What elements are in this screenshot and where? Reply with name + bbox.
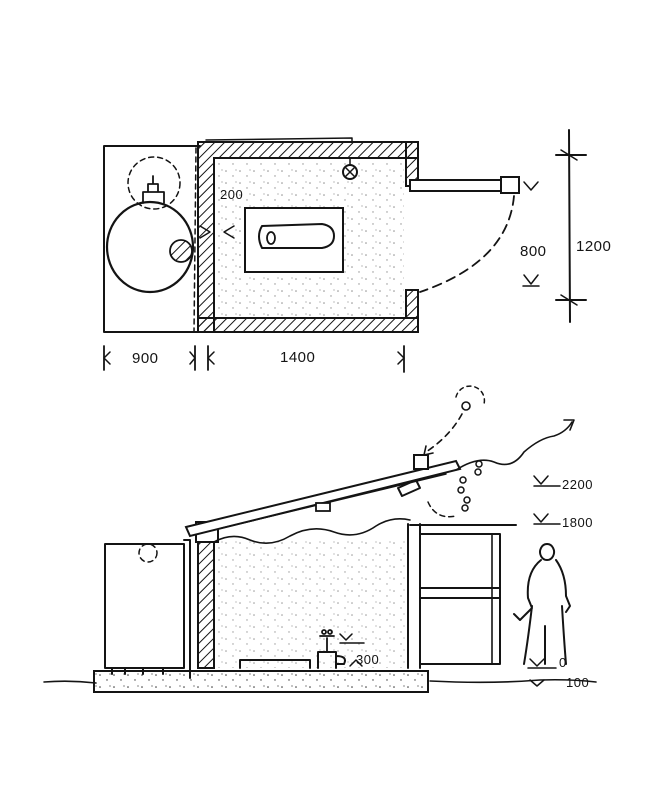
human-figure <box>513 543 571 665</box>
tank-valve <box>142 175 165 204</box>
tap-icon <box>319 629 335 653</box>
sloped-roof <box>184 459 462 538</box>
squat-pan-bowl <box>258 223 335 249</box>
sun-rays <box>455 385 486 405</box>
roof-vent-cap <box>413 454 429 470</box>
wall-bottom <box>197 317 419 333</box>
floor-plinth <box>239 659 311 669</box>
interior-texture <box>218 540 408 668</box>
floor-level-marker <box>349 659 363 667</box>
dim-left-label: 900 <box>132 350 159 367</box>
squat-pan-frame <box>244 207 344 273</box>
level-marker-1800 <box>533 513 561 525</box>
sunlight-arrow <box>423 445 434 456</box>
door-opening <box>409 524 517 665</box>
airflow-interior <box>213 518 411 544</box>
annex-dashed-edge <box>193 147 197 333</box>
door-jamb-bottom <box>405 289 419 319</box>
concrete-base <box>93 670 429 693</box>
level-0-label: 0 <box>559 655 567 670</box>
dim-wall-label: 200 <box>220 187 243 202</box>
airflow-exit <box>455 421 573 471</box>
door-rail <box>419 587 501 599</box>
water-tank <box>105 200 195 294</box>
tank-feet <box>111 667 164 675</box>
plan-dim-arrows <box>103 351 405 365</box>
dim-door-label: 800 <box>520 243 547 260</box>
ground-line <box>43 678 597 684</box>
wall-dim-arrows <box>199 225 235 239</box>
wall-light-cross <box>345 157 355 177</box>
depth-dim-ticks <box>560 149 578 306</box>
level-100-label: 100 <box>566 675 589 690</box>
door-swing-arc <box>419 195 515 293</box>
tank-float-dashed <box>138 543 158 563</box>
level-marker-2200 <box>533 475 561 487</box>
support-post <box>183 539 191 679</box>
door-dim-tick-bottom <box>522 274 540 287</box>
sun-icon <box>461 401 471 411</box>
level-marker-0 <box>527 658 557 669</box>
level-2200-label: 2200 <box>562 477 593 492</box>
depth-dim-line <box>555 129 587 323</box>
door-leaf <box>409 179 513 192</box>
section-view: 2200 1800 300 0 100 <box>43 385 597 693</box>
door-dim-tick-top <box>523 181 539 191</box>
level-1800-label: 1800 <box>562 515 593 530</box>
section-wall <box>197 539 215 669</box>
sunlight-path <box>425 413 463 453</box>
tank-lid-dashed <box>127 156 181 210</box>
annex-outline <box>103 145 201 333</box>
light-icon <box>457 460 483 512</box>
drain-hole <box>266 231 276 245</box>
light-swing-arc <box>427 501 457 518</box>
tank-outlet <box>169 239 193 263</box>
dim-depth-label: 1200 <box>576 238 611 255</box>
roof-overhang-line <box>205 137 353 143</box>
dim-main-label: 1400 <box>280 349 315 366</box>
level-marker-100 <box>529 679 545 687</box>
level-300-label: 300 <box>356 652 379 667</box>
roof-fixing <box>315 502 331 512</box>
tank-box <box>104 543 185 669</box>
seat-level-marker <box>339 633 365 644</box>
door-frame-posts <box>407 523 421 669</box>
airflow-arrow <box>563 419 575 431</box>
roof-skylight <box>397 479 421 497</box>
door-hinge <box>500 176 520 194</box>
plan-view: 200 900 1400 800 1200 <box>103 129 611 373</box>
